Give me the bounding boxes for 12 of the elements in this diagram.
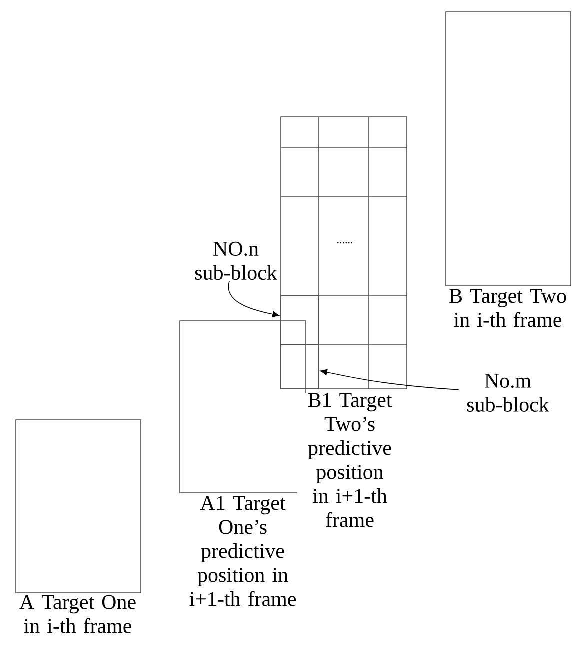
node-label: B1 Target Two’s predictive position in i+1-th frame — [308, 393, 392, 528]
node-label: B Target Two in i-th frame — [450, 289, 566, 328]
sub-block-cell — [280, 296, 320, 346]
callout-text: NO.n sub-block — [195, 242, 278, 280]
arrow — [320, 369, 460, 390]
target-box: A Target One in i-th frame — [8, 420, 148, 634]
node-label: A Target One in i-th frame — [20, 595, 136, 634]
arrow — [228, 280, 280, 318]
target-box: B Target Two in i-th frame — [442, 12, 574, 328]
callout-text: No.m sub-block — [467, 374, 550, 412]
ellipsis-label: ...... — [337, 242, 353, 244]
sub-block-cell — [280, 344, 320, 390]
